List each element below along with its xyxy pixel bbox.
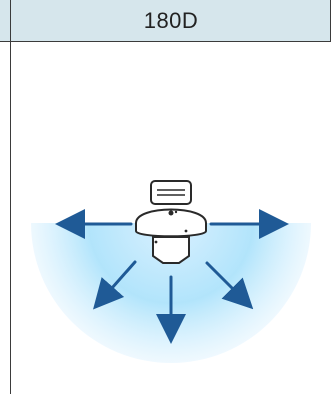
coverage-diagram [11, 43, 331, 394]
down-left-arrow [93, 260, 137, 310]
down-right-arrow [205, 261, 254, 310]
coverage-svg [31, 180, 311, 363]
page-title: 180D [143, 8, 199, 33]
camera-icon [135, 180, 207, 264]
header-bar: 180D [0, 0, 331, 42]
left-divider [10, 0, 11, 394]
